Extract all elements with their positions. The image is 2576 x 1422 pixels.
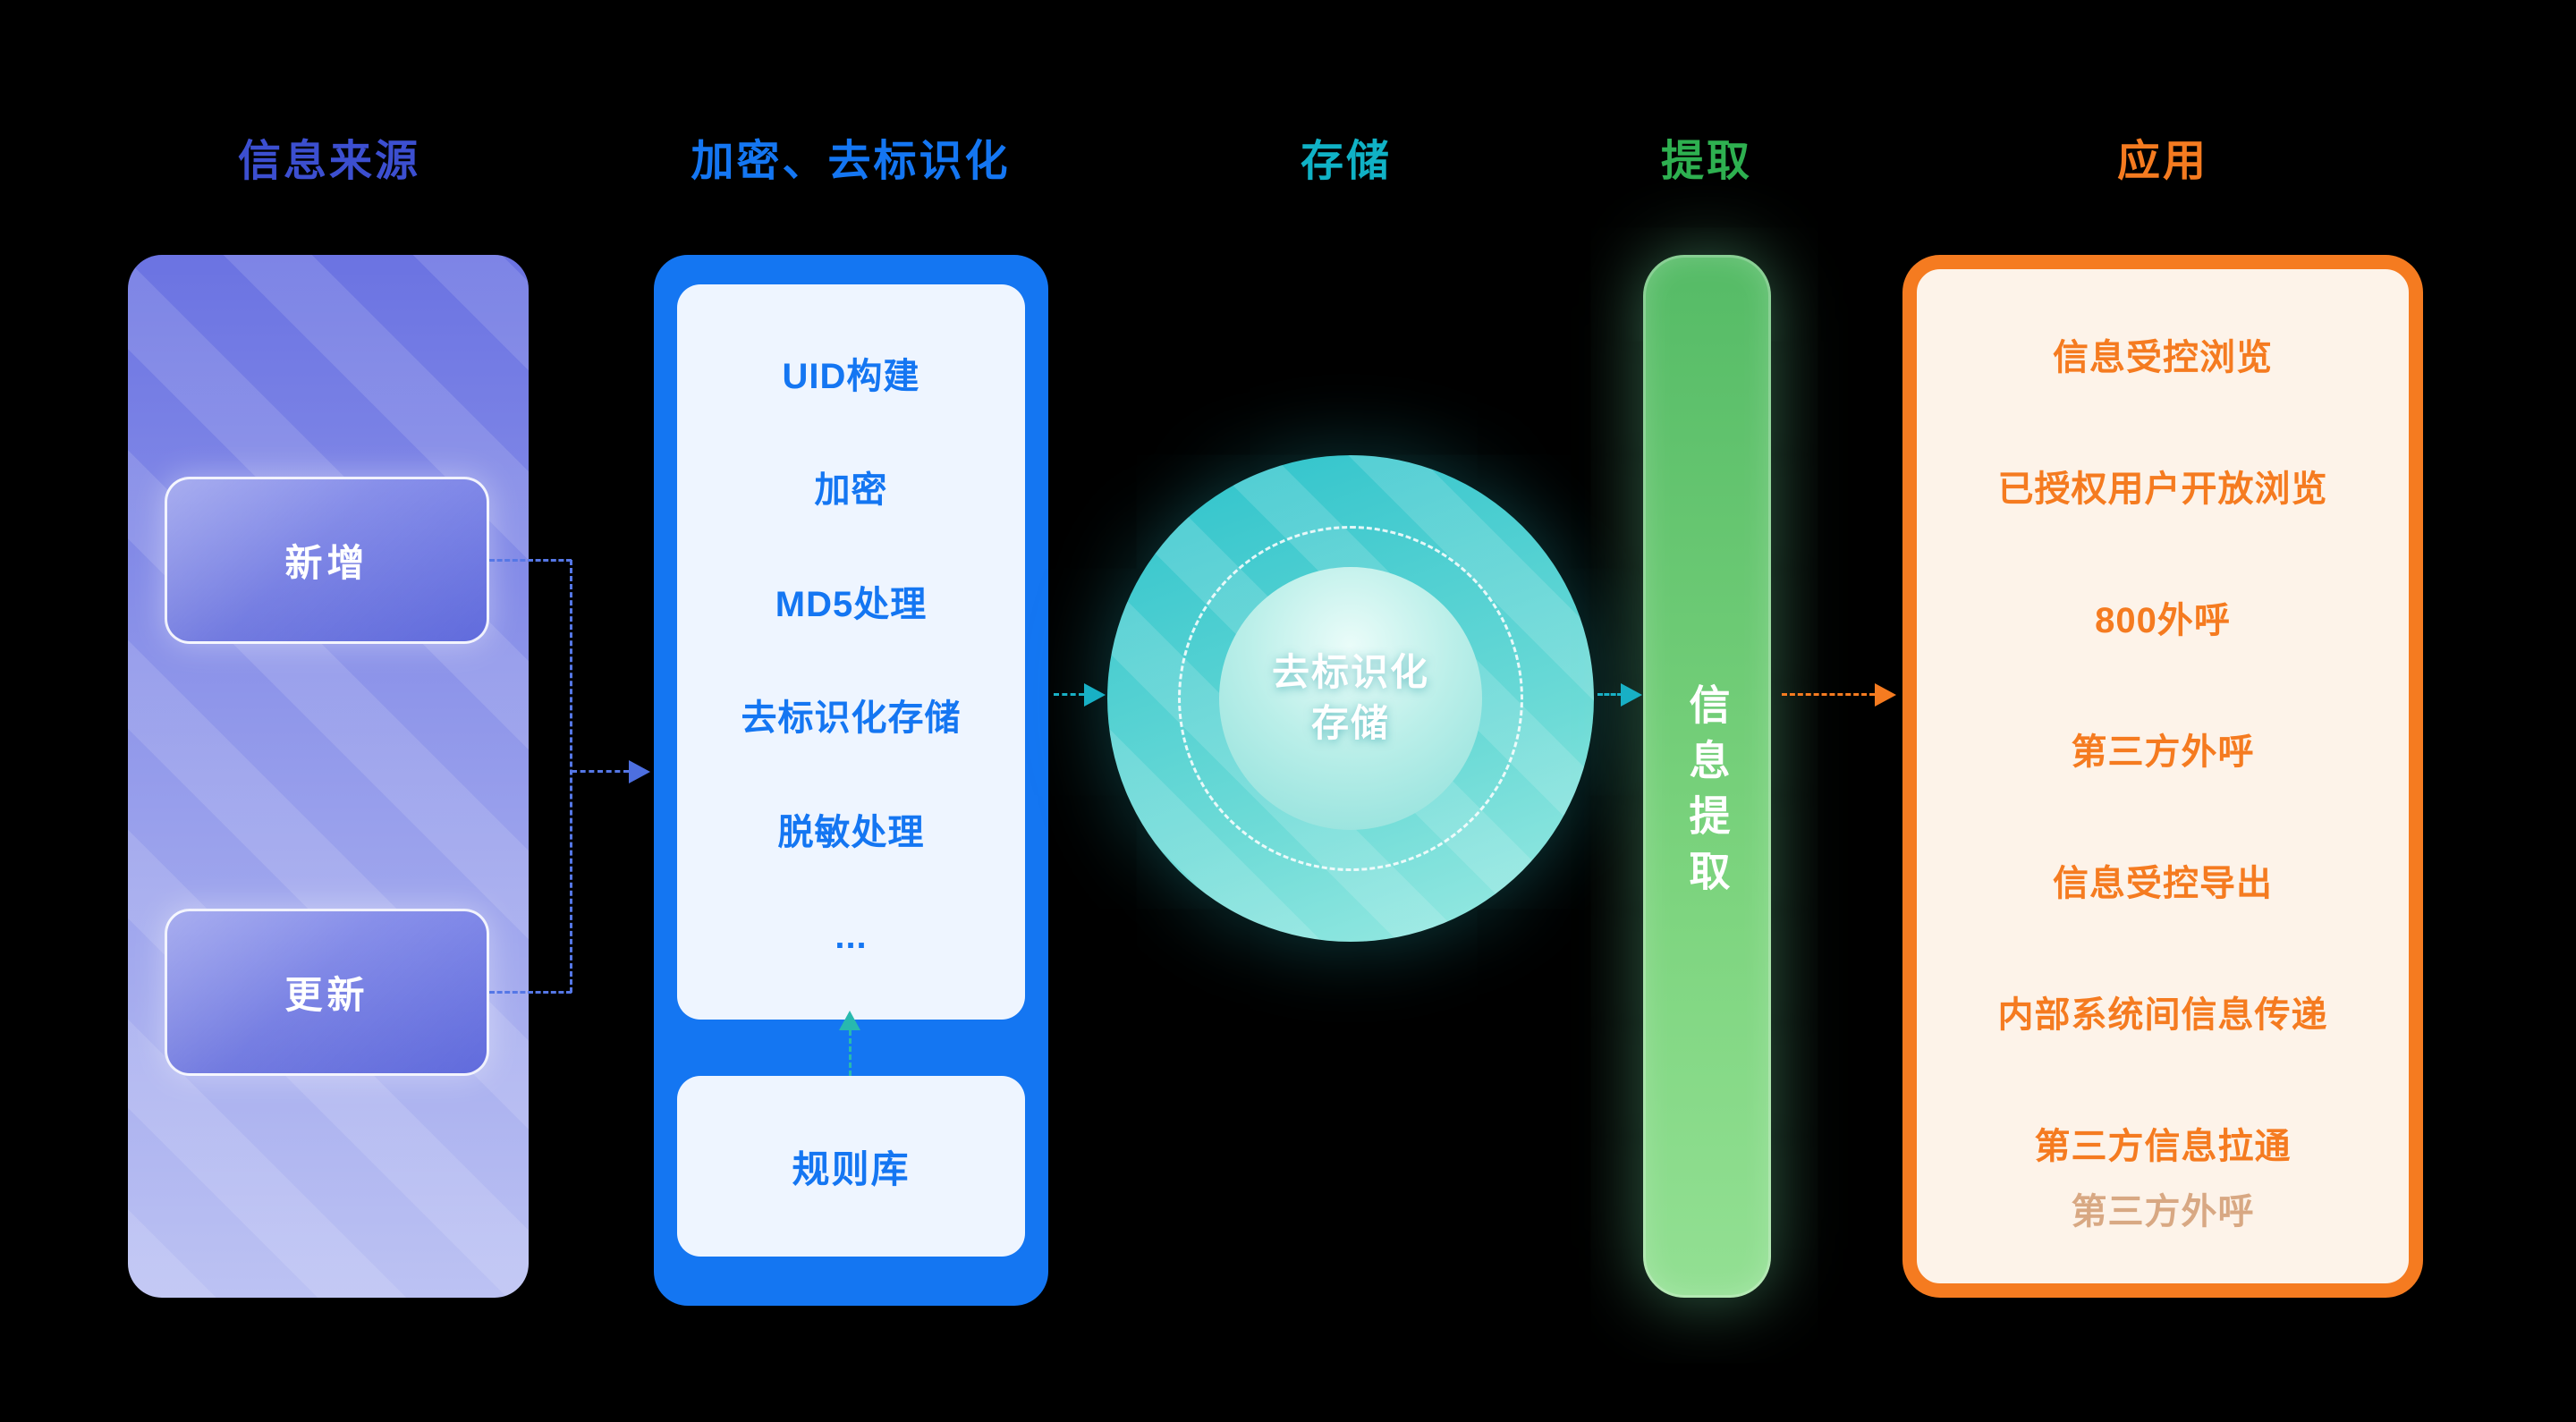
encrypt-step: UID构建 (782, 356, 920, 396)
apply-item: 内部系统间信息传递 (1997, 995, 2328, 1035)
apply-item-faded: 第三方外呼 (2071, 1192, 2255, 1232)
apply-item: 信息受控浏览 (2053, 338, 2273, 377)
source-node-update: 更新 (165, 909, 489, 1076)
connector-add-line (489, 559, 572, 562)
apply-item: 800外呼 (2095, 601, 2231, 640)
column-header-apply: 应用 (2116, 138, 2208, 185)
storage-core-label-line2: 存储 (1310, 702, 1390, 744)
connector-to-encrypt-line (572, 770, 629, 773)
arrow-to-encrypt-icon (629, 760, 650, 783)
encrypt-steps-list: UID构建 加密 MD5处理 去标识化存储 脱敏处理 ... (677, 284, 1025, 1020)
rule-base-box: 规则库 (677, 1076, 1025, 1257)
encrypt-step: 脱敏处理 (777, 812, 925, 852)
connector-encrypt-storage-line (1054, 693, 1084, 696)
storage-dashed-ring (1178, 526, 1523, 871)
arrow-to-extract-icon (1621, 683, 1642, 707)
arrow-to-steps-icon (839, 1011, 860, 1030)
extract-bar-label: 信息提取 (1683, 683, 1731, 905)
encrypt-step: 加密 (814, 470, 888, 511)
apply-item: 第三方外呼 (2071, 732, 2255, 772)
connector-storage-extract-line (1597, 693, 1623, 696)
extract-bar: 信息提取 (1643, 255, 1771, 1298)
connector-update-line (489, 991, 572, 994)
connector-merge-line (570, 560, 572, 993)
apply-item: 已授权用户开放浏览 (1997, 470, 2328, 509)
storage-core: 去标识化 存储 (1219, 567, 1482, 830)
column-header-source: 信息来源 (237, 138, 420, 185)
column-header-extract: 提取 (1660, 138, 1752, 185)
arrow-to-apply-icon (1875, 683, 1896, 707)
column-header-storage: 存储 (1300, 138, 1392, 185)
apply-item: 信息受控导出 (2053, 864, 2273, 903)
apply-item: 第三方信息拉通 (2034, 1127, 2292, 1166)
encrypt-step: MD5处理 (775, 584, 928, 624)
encrypt-step: 去标识化存储 (741, 698, 962, 739)
source-node-add: 新增 (165, 477, 489, 644)
apply-panel (1902, 255, 2423, 1298)
connector-extract-apply-line (1782, 693, 1875, 696)
column-header-encrypt: 加密、去标识化 (691, 138, 1011, 185)
storage-core-label-line1: 去标识化 (1271, 651, 1429, 694)
connector-rulebase-line (849, 1030, 852, 1076)
encrypt-step-ellipsis: ... (835, 917, 868, 957)
source-panel (128, 255, 529, 1298)
arrow-to-storage-icon (1084, 683, 1106, 707)
